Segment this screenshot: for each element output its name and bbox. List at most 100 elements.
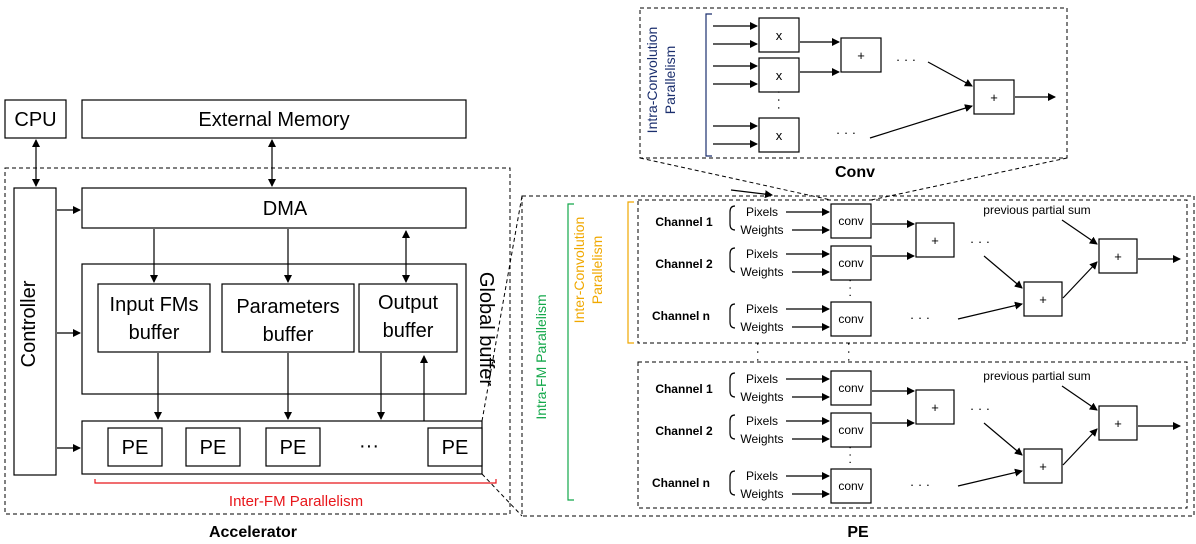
pe-label-1: PE xyxy=(122,437,149,459)
cpu-label: CPU xyxy=(14,109,56,131)
upper-to-add2-b xyxy=(957,301,1023,320)
pe-label-4: PE xyxy=(442,437,469,459)
lower-brace-n xyxy=(729,470,736,496)
upper-channel-2: Channel 2 xyxy=(655,257,713,271)
controller-box xyxy=(13,187,57,476)
lower-dots-2: · · · xyxy=(910,477,930,492)
lower-prev-partial-sum: previous partial sum xyxy=(983,369,1090,383)
upper-brace-n xyxy=(729,303,736,329)
accelerator-boundary xyxy=(4,167,511,515)
mult-label-1: x xyxy=(776,28,783,43)
intra-fm-bracket xyxy=(567,203,574,501)
conv-zoom-right xyxy=(870,157,1068,201)
output-buffer-line2: buffer xyxy=(383,320,434,342)
upper-weights-1: Weights xyxy=(740,223,783,237)
upper-pixels-n: Pixels xyxy=(746,302,778,316)
inter-conv-line1: Inter-Convolution xyxy=(571,217,587,324)
upper-conv-vdots: · · · xyxy=(844,279,858,298)
conv-dots-1: · · · xyxy=(896,52,916,67)
pe-box-4 xyxy=(427,427,483,467)
lower-conv-label-1: conv xyxy=(838,381,863,395)
dma-label: DMA xyxy=(263,198,308,220)
lower-add-label-1: + xyxy=(931,400,939,415)
upper-dots-2: · · · xyxy=(910,310,930,325)
lower-prev-arrow xyxy=(1061,385,1098,411)
conv-add-label-final: + xyxy=(990,90,998,105)
upper-add-label-final: + xyxy=(1114,249,1122,264)
upper-to-add2-a xyxy=(983,255,1023,289)
lower-conv-box-n xyxy=(830,468,872,504)
intra-conv-line1: Intra-Convolution xyxy=(644,27,660,134)
lower-add-box-final xyxy=(1098,405,1138,441)
upper-prev-arrow xyxy=(1061,219,1098,245)
input-fms-buffer-box xyxy=(97,283,211,353)
upper-pixels-2: Pixels xyxy=(746,247,778,261)
mult-box-3 xyxy=(758,117,800,153)
intra-fm-label: Intra-FM Parallelism xyxy=(533,294,549,419)
upper-weights-n: Weights xyxy=(740,320,783,334)
lower-conv-label-2: conv xyxy=(838,423,863,437)
output-buffer-line1: Output xyxy=(378,292,438,314)
cpu-box xyxy=(4,99,67,139)
lower-conv-box-2 xyxy=(830,412,872,448)
group-vdots-2: · · · xyxy=(842,342,857,362)
lower-channel-n: Channel n xyxy=(652,476,710,490)
mult-vdots: · · · xyxy=(772,90,787,110)
pe-box-2 xyxy=(185,427,241,467)
accelerator-caption: Accelerator xyxy=(209,524,297,541)
conv-caption: Conv xyxy=(835,164,875,181)
pe-label-2: PE xyxy=(200,437,227,459)
lower-channel-1: Channel 1 xyxy=(655,382,713,396)
lower-add-label-2: + xyxy=(1039,459,1047,474)
pe-box-1 xyxy=(107,427,163,467)
output-buffer-box xyxy=(358,283,458,353)
zoom-line-top xyxy=(481,195,523,422)
input-buffer-line2: buffer xyxy=(129,322,180,344)
conv-zoom-arrow xyxy=(730,189,773,199)
upper-add2-to-final xyxy=(1062,261,1098,299)
conv-add-box-final xyxy=(973,79,1015,115)
lower-conv-label-n: conv xyxy=(838,479,863,493)
lower-brace-1 xyxy=(729,372,736,398)
upper-conv-box-1 xyxy=(830,203,872,239)
mult-box-1 xyxy=(758,17,800,53)
conv-zoom-left xyxy=(639,157,832,201)
param-buffer-line1: Parameters xyxy=(236,296,339,318)
inter-conv-bracket xyxy=(627,201,634,344)
upper-pixels-1: Pixels xyxy=(746,205,778,219)
intra-conv-bracket xyxy=(705,13,712,157)
inter-fm-label: Inter-FM Parallelism xyxy=(229,493,363,510)
group-vdots-1: · · · xyxy=(751,342,766,362)
parameters-buffer-box xyxy=(221,283,355,353)
lower-dots-1: · · · xyxy=(970,401,990,416)
upper-add-label-1: + xyxy=(931,233,939,248)
mult-label-3: x xyxy=(776,128,783,143)
lower-pixels-2: Pixels xyxy=(746,414,778,428)
conv-dots-2: · · · xyxy=(836,125,856,140)
pe-label-3: PE xyxy=(280,437,307,459)
conv-to-final-2 xyxy=(869,104,973,139)
lower-conv-box-1 xyxy=(830,370,872,406)
upper-conv-box-n xyxy=(830,301,872,337)
lower-to-add2-b xyxy=(957,468,1023,487)
param-buffer-line2: buffer xyxy=(263,324,314,346)
pe-detail-boundary xyxy=(521,195,1195,517)
upper-brace-1 xyxy=(729,205,736,231)
accelerator-section: CPU External Memory Controller DMA Globa… xyxy=(4,99,511,541)
dma-box xyxy=(81,187,467,229)
lower-weights-2: Weights xyxy=(740,432,783,446)
lower-weights-1: Weights xyxy=(740,390,783,404)
conv-section: Intra-Convolution Parallelism x x · · · … xyxy=(639,7,1068,181)
lower-add-box-1 xyxy=(915,389,955,425)
lower-weights-n: Weights xyxy=(740,487,783,501)
pe-ellipsis: ··· xyxy=(359,435,379,457)
lower-conv-vdots: · · · xyxy=(844,446,858,465)
upper-add-label-2: + xyxy=(1039,292,1047,307)
upper-conv-label-1: conv xyxy=(838,214,863,228)
conv-add-box-1 xyxy=(840,37,882,73)
inter-conv-line2: Parallelism xyxy=(589,236,605,304)
pe-detail-section: Intra-FM Parallelism Inter-Convolution P… xyxy=(521,195,1195,541)
pe-caption: PE xyxy=(847,524,869,541)
mult-box-2 xyxy=(758,57,800,93)
conv-to-final-1 xyxy=(927,61,973,87)
